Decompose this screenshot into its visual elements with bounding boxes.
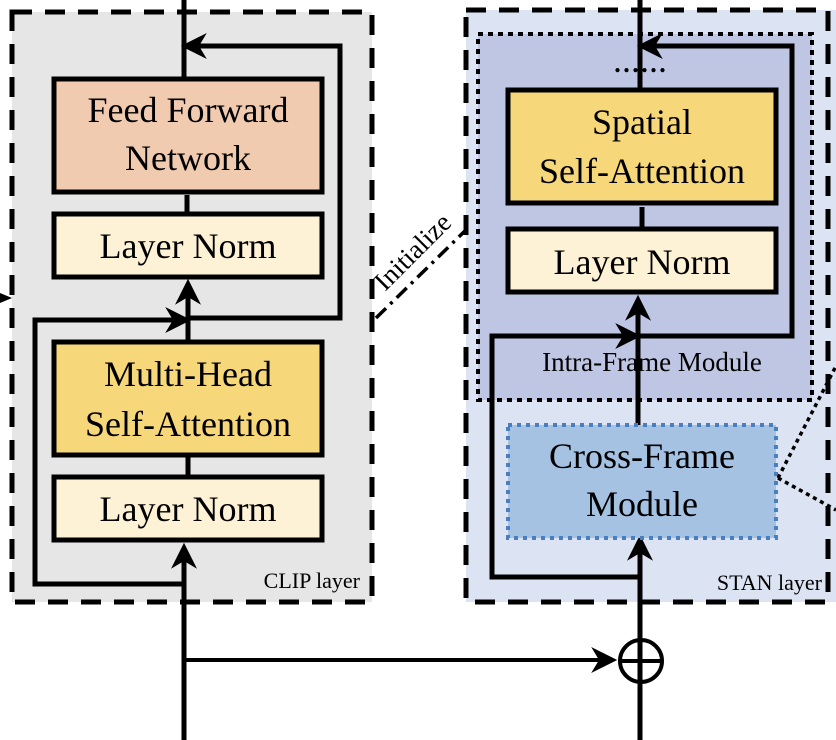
- cross-frame-label-line1: Cross-Frame: [549, 436, 735, 476]
- layer-norm-bottom-label: Layer Norm: [100, 489, 277, 529]
- clip-layer-border: [9, 9, 375, 605]
- zoom-line-lower: [777, 476, 836, 512]
- mhsa-label-line1: Multi-Head: [104, 354, 272, 394]
- zoom-line-upper: [776, 365, 836, 479]
- ffn-label-line1: Feed Forward: [88, 90, 289, 130]
- stan-layer-border: [463, 7, 831, 605]
- layer-norm-block-top: [51, 211, 325, 280]
- stan-layer-norm-label: Layer Norm: [554, 242, 731, 282]
- stan-residual-1: [489, 323, 642, 580]
- multi-head-self-attention-block: [51, 339, 325, 458]
- initialize-arrow: [374, 220, 476, 320]
- cross-frame-label-line2: Module: [586, 484, 698, 524]
- spatial-self-attention-block: [505, 87, 779, 206]
- feed-forward-network-block: [51, 76, 325, 195]
- layer-norm-block-bottom: [51, 474, 325, 543]
- ssa-label-line2: Self-Attention: [539, 151, 745, 191]
- intra-frame-module-label: Intra-Frame Module: [542, 347, 762, 377]
- ffn-label-line2: Network: [125, 138, 251, 178]
- clip-layer-label: CLIP layer: [264, 568, 361, 593]
- clip-residual-1: [32, 307, 192, 587]
- layer-norm-top-label: Layer Norm: [100, 226, 277, 266]
- ssa-label-line1: Spatial: [592, 102, 692, 142]
- clip-residual-2: [180, 33, 343, 321]
- cross-frame-module-block: [506, 423, 778, 540]
- stan-residual-2: [636, 33, 795, 339]
- left-input-arrowhead-icon: [0, 293, 12, 303]
- stan-layer-label: STAN layer: [717, 570, 823, 595]
- mhsa-label-line2: Self-Attention: [85, 404, 291, 444]
- stan-layer-norm-block: [505, 226, 779, 295]
